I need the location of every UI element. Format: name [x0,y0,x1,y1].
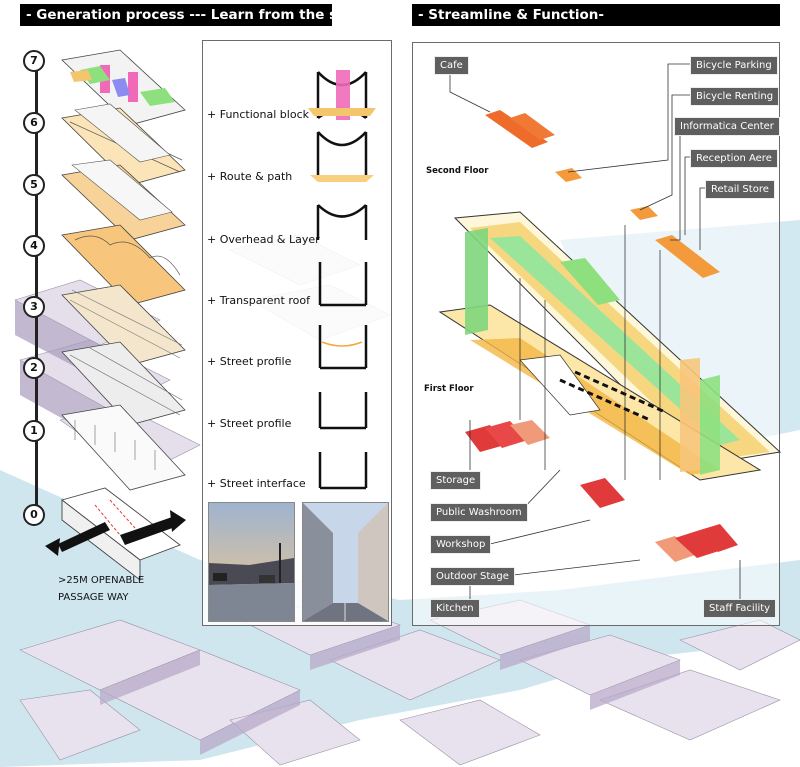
street-photo-day [302,502,389,622]
step-4-marker: 4 [23,235,45,257]
tag-outdoor-stage: Outdoor Stage [430,567,515,586]
label-street-profile-b: + Street profile [207,417,292,430]
step-1-marker: 1 [23,420,45,442]
tag-bicycle-parking: Bicycle Parking [690,56,778,75]
tag-cafe: Cafe [434,56,469,75]
second-floor-label: Second Floor [426,166,489,176]
step-2-marker: 2 [23,357,45,379]
label-street-profile-a: + Street profile [207,355,292,368]
step-7-marker: 7 [23,50,45,72]
tag-bicycle-renting: Bicycle Renting [690,87,780,106]
label-functional-block: + Functional block [207,108,309,121]
tag-public-washroom: Public Washroom [430,503,528,522]
streamline-function-header: - Streamline & Function- [412,4,780,26]
street-photo-evening [208,502,295,622]
tag-workshop: Workshop [430,535,492,554]
tag-kitchen: Kitchen [430,599,480,618]
generation-process-header: - Generation process --- Learn from the … [20,4,385,26]
step-6-marker: 6 [23,112,45,134]
timeline-line [35,60,38,514]
label-overhead-layer: + Overhead & Layer [207,233,320,246]
passage-line-1: >25M OPENABLE [58,575,145,586]
tag-retail-store: Retail Store [705,180,775,199]
step-3-marker: 3 [23,296,45,318]
tag-staff-facility: Staff Facility [703,599,777,618]
tag-informatica-center: Informatica Center [674,117,780,136]
passage-note: >25M OPENABLE PASSAGE WAY [58,572,144,606]
tag-storage: Storage [430,471,482,490]
tag-reception-area: Reception Aere [690,149,778,168]
first-floor-label: First Floor [424,384,474,394]
step-5-marker: 5 [23,174,45,196]
label-transparent-roof: + Transparent roof [207,294,310,307]
label-street-interface: + Street interface [207,477,306,490]
step-0-marker: 0 [23,504,45,526]
passage-line-2: PASSAGE WAY [58,592,129,603]
label-route-path: + Route & path [207,170,293,183]
